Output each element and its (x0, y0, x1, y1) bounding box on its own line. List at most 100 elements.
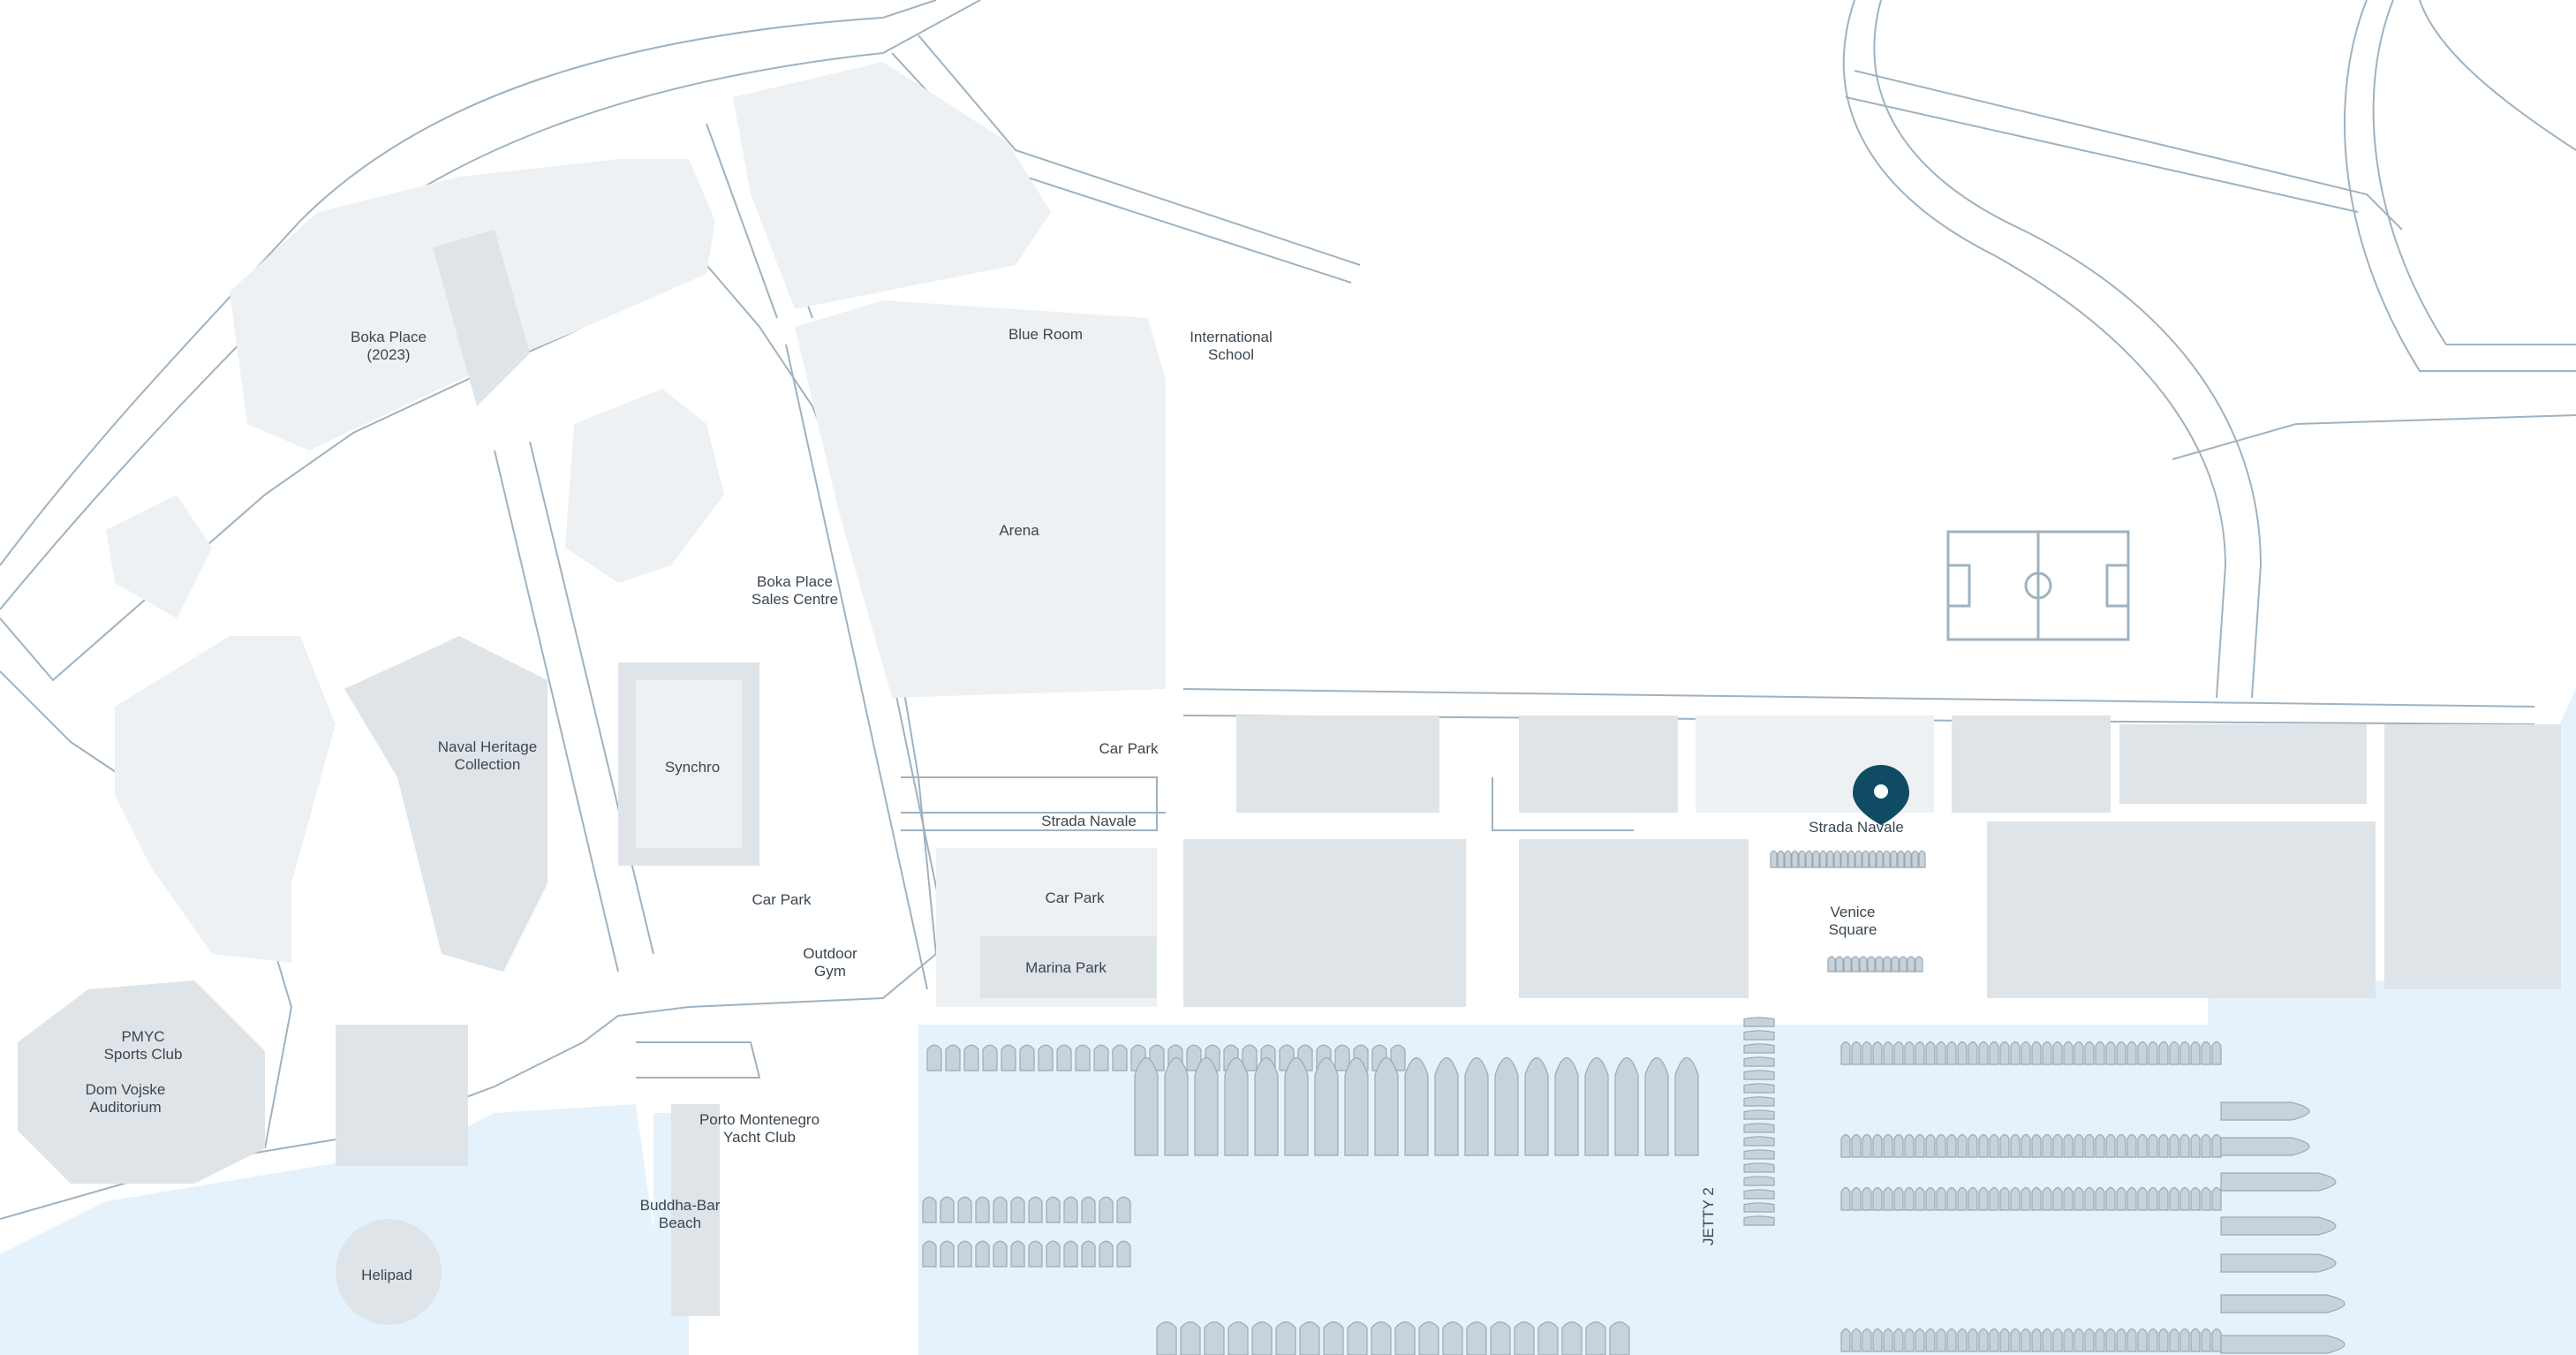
berth-boat (1946, 1041, 1957, 1065)
berth-boat (2052, 1328, 2063, 1352)
label-marina-park[interactable]: Marina Park (1025, 959, 1107, 976)
jetty-berth (1743, 1043, 1775, 1054)
berth-boat (1968, 1328, 1978, 1352)
berth-boat (1046, 1196, 1061, 1223)
berth-boat (2201, 1186, 2211, 1211)
jetty-berth (1743, 1176, 1775, 1186)
berth-boat (2179, 1186, 2190, 1211)
berth-boat (2116, 1328, 2127, 1352)
label-blue-room[interactable]: Blue Room (1008, 326, 1083, 343)
berth-boat (1299, 1321, 1320, 1355)
berth-boat (1957, 1133, 1968, 1158)
berth-boat (1827, 956, 1836, 973)
berth-boat (2169, 1186, 2179, 1211)
berth-boat (1893, 1328, 1904, 1352)
label-naval-heritage[interactable]: Naval Heritage (438, 738, 537, 755)
berth-boat (1826, 850, 1834, 868)
berth-boat (1204, 1321, 1225, 1355)
berth-boat (2021, 1041, 2031, 1065)
label-outdoor-gym[interactable]: Outdoor (803, 945, 857, 962)
yacht (1374, 1056, 1399, 1156)
berth-boat (1093, 1044, 1109, 1071)
berth-boat (1946, 1133, 1957, 1158)
label-boka-place[interactable]: Boka Place (351, 329, 427, 345)
berth-boat (2063, 1041, 2074, 1065)
label-yacht-club[interactable]: Porto Montenegro (699, 1111, 820, 1128)
berth-boat (940, 1196, 955, 1223)
label-pmyc[interactable]: PMYC (121, 1028, 164, 1045)
berth-boat (2084, 1186, 2095, 1211)
berth-boat (1075, 1044, 1091, 1071)
berth-boat (1099, 1196, 1114, 1223)
label-car-park-south[interactable]: Car Park (1045, 889, 1105, 906)
superyacht (2220, 1294, 2346, 1313)
yacht (1674, 1056, 1699, 1156)
berth-boat (982, 1044, 998, 1071)
berth-boat (1180, 1321, 1201, 1355)
label-strada-navale-east[interactable]: Strada Navale (1809, 819, 1904, 836)
label-helipad[interactable]: Helipad (361, 1267, 412, 1283)
yacht (1434, 1056, 1459, 1156)
berth-boat (1805, 850, 1813, 868)
label-jetty-2[interactable]: JETTY 2 (1700, 1187, 1717, 1245)
label-arena[interactable]: Arena (999, 522, 1039, 539)
label-pmyc-2: Sports Club (104, 1046, 183, 1063)
label-dom-vojske[interactable]: Dom Vojske (86, 1081, 166, 1098)
berth-boat (1490, 1321, 1511, 1355)
berth-boat (1323, 1321, 1344, 1355)
label-buddha-bar[interactable]: Buddha-Bar (640, 1197, 721, 1214)
label-venice-square[interactable]: Venice (1830, 904, 1875, 920)
berth-boat (975, 1196, 990, 1223)
berth-boat (1156, 1321, 1177, 1355)
label-car-park-north[interactable]: Car Park (1099, 740, 1159, 757)
berth-boat (1537, 1321, 1559, 1355)
berth-boat (957, 1240, 972, 1268)
berth-boat (963, 1044, 979, 1071)
berth-boat (2031, 1133, 2042, 1158)
berth-boat (2148, 1133, 2158, 1158)
label-synchro[interactable]: Synchro (665, 759, 720, 776)
berth-boat (2158, 1328, 2169, 1352)
jetty-berth (1743, 1149, 1775, 1160)
berth-boat (2074, 1133, 2084, 1158)
berth-boat (2127, 1328, 2137, 1352)
berth-boat (1875, 956, 1884, 973)
berth-boat (1840, 1328, 1851, 1352)
label-buddha-bar-2: Beach (659, 1215, 701, 1231)
berth-boat (2190, 1133, 2201, 1158)
berth-boat (1968, 1041, 1978, 1065)
berth-boat (1019, 1044, 1035, 1071)
berth-boat (922, 1196, 937, 1223)
berth-boat (2169, 1041, 2179, 1065)
label-strada-navale-west[interactable]: Strada Navale (1041, 813, 1137, 829)
location-pin-icon[interactable] (1853, 765, 1909, 825)
berth-boat (1862, 1133, 1872, 1158)
berth-boat (1936, 1186, 1946, 1211)
label-international-school[interactable]: International (1190, 329, 1273, 345)
berth-boat (1609, 1321, 1630, 1355)
yacht (1314, 1056, 1339, 1156)
berth-boat (1915, 956, 1923, 973)
berth-boat (1904, 1041, 1915, 1065)
berth-boat (2201, 1328, 2211, 1352)
label-car-park-mid[interactable]: Car Park (752, 891, 812, 908)
berth-boat (1876, 850, 1884, 868)
yacht (1644, 1056, 1669, 1156)
berth-boat (1893, 1186, 1904, 1211)
yacht (1164, 1056, 1189, 1156)
berth-boat (2010, 1133, 2021, 1158)
berth-boat (2169, 1328, 2179, 1352)
berth-boat (1890, 850, 1898, 868)
berth-boat (2084, 1328, 2095, 1352)
berth-boat (1915, 1133, 1925, 1158)
berth-boat (2052, 1133, 2063, 1158)
label-sales-centre[interactable]: Boka Place (757, 573, 833, 590)
berth-boat (1968, 1133, 1978, 1158)
berth-boat (1798, 850, 1806, 868)
yacht (1524, 1056, 1549, 1156)
berth-boat (2063, 1328, 2074, 1352)
berth-boat (1899, 956, 1907, 973)
berth-boat (1883, 1041, 1893, 1065)
berth-boat (2084, 1133, 2095, 1158)
berth-boat (1442, 1321, 1463, 1355)
